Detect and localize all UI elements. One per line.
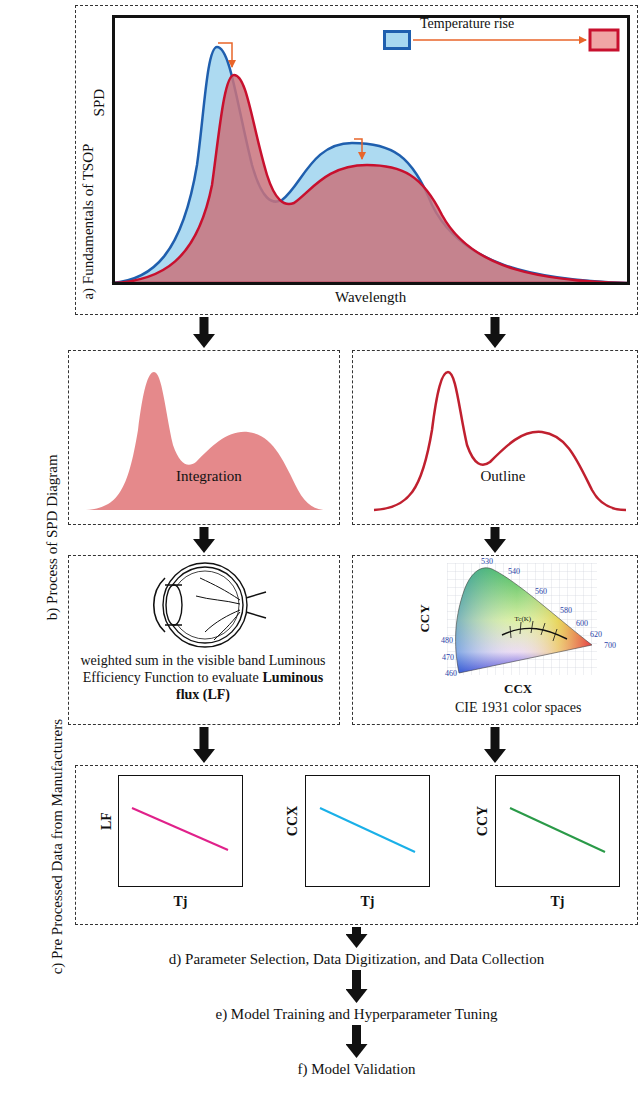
node-label: Integration bbox=[176, 468, 242, 485]
step-text: e) Model Training and Hyperparameter Tun… bbox=[75, 1005, 638, 1023]
eye-illustration bbox=[154, 563, 266, 647]
section-panel: SPDWavelengtha) Fundamentals of TSOP bbox=[75, 5, 638, 315]
axis-tick-label: 620 bbox=[590, 631, 602, 640]
step-node: f) Model Validation bbox=[75, 1060, 638, 1078]
node-label: Tj bbox=[551, 894, 565, 910]
text-block: weighted sum in the visible band Luminou… bbox=[77, 653, 329, 703]
axis-label: a) Fundamentals of TSOP bbox=[80, 143, 97, 299]
axis-label: CCY bbox=[418, 604, 433, 632]
step-text: d) Parameter Selection, Data Digitizatio… bbox=[75, 950, 638, 968]
legend-swatch bbox=[383, 30, 411, 50]
node-label: CIE 1931 color spaces bbox=[455, 700, 581, 716]
node-label: Tj bbox=[174, 894, 188, 910]
spd-curve-cool bbox=[112, 47, 627, 283]
axis-tick-label: 700 bbox=[604, 642, 616, 651]
legend-text: Temperature rise bbox=[420, 16, 514, 32]
flow-arrow bbox=[491, 317, 500, 334]
axis-tick-label: 580 bbox=[560, 607, 572, 616]
trend-chart: LFTj bbox=[118, 775, 243, 887]
axis-label: CCX bbox=[285, 805, 301, 835]
axis-tick-label: 530 bbox=[481, 558, 493, 567]
node-label: Outline bbox=[481, 468, 526, 485]
section-panel: LFTjCCXTjCCYTjc) Pre Processed Data from… bbox=[75, 765, 638, 925]
ccx-trend-line bbox=[320, 808, 415, 852]
axis-tick-label: Tc(K) bbox=[515, 616, 532, 624]
axis-label: SPD bbox=[91, 89, 108, 117]
step-node: d) Parameter Selection, Data Digitizatio… bbox=[75, 950, 638, 968]
section-label: b) Process of SPD Diagram bbox=[44, 454, 61, 620]
process-panel: Outline bbox=[352, 350, 638, 525]
axis-label: c) Pre Processed Data from Manufacturers bbox=[49, 718, 66, 973]
axis-tick-label: 480 bbox=[441, 637, 453, 646]
node-label: CCX bbox=[504, 682, 532, 697]
step-text: f) Model Validation bbox=[75, 1060, 638, 1078]
process-panel: weighted sum in the visible band Luminou… bbox=[68, 555, 340, 725]
spd-curve-hot bbox=[112, 75, 627, 283]
step-node: e) Model Training and Hyperparameter Tun… bbox=[75, 1005, 638, 1023]
flow-arrow bbox=[491, 727, 500, 749]
axis-tick-label: 600 bbox=[576, 620, 588, 629]
flow-arrow bbox=[200, 527, 209, 539]
flow-arrow bbox=[352, 1025, 361, 1044]
lf-trend-line bbox=[132, 808, 228, 850]
flow-arrow bbox=[200, 317, 209, 334]
axis-tick-label: 460 bbox=[445, 670, 457, 679]
trend-chart: CCYTj bbox=[495, 775, 620, 887]
node-label: Wavelength bbox=[335, 289, 406, 306]
axis-tick-label: 540 bbox=[508, 568, 520, 577]
process-panel: CCY CCX CIE 1931 color spaces bbox=[352, 555, 638, 725]
ccy-trend-line bbox=[510, 808, 605, 852]
spd-chart: SPDWavelength bbox=[112, 15, 630, 285]
legend-arrow bbox=[413, 39, 586, 41]
axis-tick-label: 470 bbox=[442, 654, 454, 663]
legend-swatch-hot bbox=[590, 30, 618, 50]
axis-label: CCY bbox=[475, 805, 491, 835]
outline-curve bbox=[374, 372, 626, 510]
flow-arrow bbox=[200, 727, 209, 749]
process-panel: Integration bbox=[68, 350, 340, 525]
flow-arrow bbox=[352, 927, 361, 934]
integration-area bbox=[86, 372, 326, 510]
flow-arrow bbox=[491, 527, 500, 539]
node-label: Tj bbox=[361, 894, 375, 910]
cie-chromaticity-diagram bbox=[447, 563, 597, 675]
spd-curves bbox=[112, 43, 627, 283]
flow-arrow bbox=[352, 970, 361, 989]
axis-tick-label: 560 bbox=[535, 588, 547, 597]
trend-chart: CCXTj bbox=[305, 775, 430, 887]
axis-label: LF bbox=[98, 812, 114, 830]
peak-shift-arrow bbox=[218, 43, 232, 67]
peak-shift-arrow bbox=[354, 139, 362, 159]
